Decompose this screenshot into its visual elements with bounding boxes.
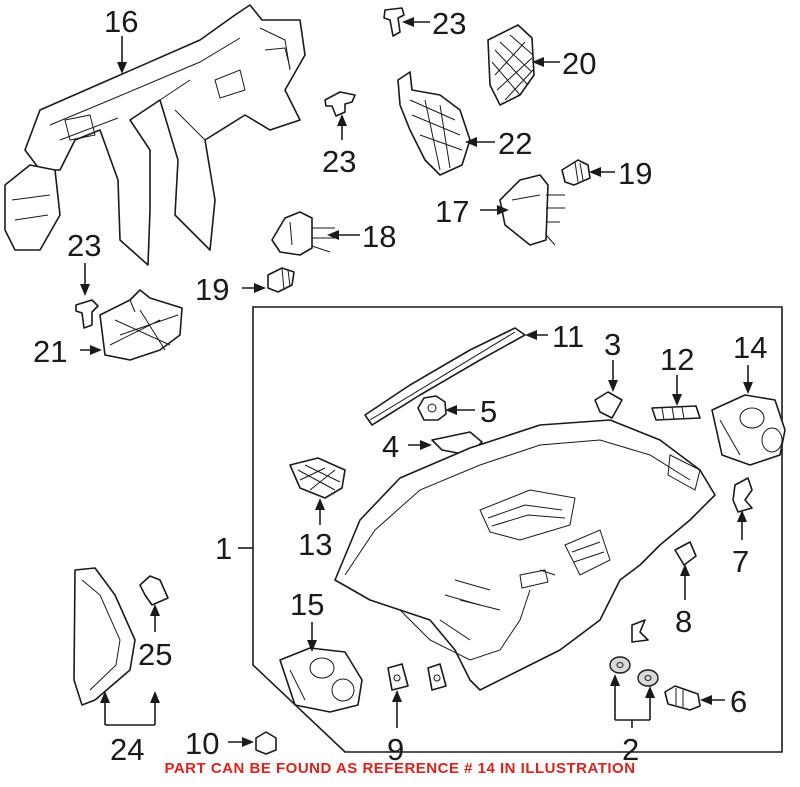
part-23-clip-middle	[324, 91, 356, 117]
part-5-nut	[417, 395, 447, 421]
part-6-bolt	[664, 685, 701, 711]
callout-14: 14	[733, 330, 767, 365]
callout-15: 15	[290, 587, 324, 622]
callout-25: 25	[138, 637, 172, 672]
part-8-clip	[674, 541, 697, 566]
callout-7: 7	[732, 544, 749, 579]
callout-23-left: 23	[67, 228, 101, 263]
part-19-bolt-right	[561, 159, 591, 186]
part-18-bracket	[271, 211, 335, 256]
callout-17: 17	[435, 194, 469, 229]
callout-6: 6	[730, 684, 747, 719]
callout-19-left: 19	[195, 272, 229, 307]
callout-21: 21	[33, 334, 67, 369]
callout-24: 24	[110, 732, 144, 767]
callout-1: 1	[215, 531, 232, 566]
part-3-clip	[594, 391, 623, 419]
leader-lines	[80, 17, 753, 747]
part-16-support-frame	[4, 4, 306, 266]
callout-18: 18	[362, 219, 396, 254]
part-22-duct-bracket	[397, 71, 471, 176]
part-12-trim-strip	[651, 405, 701, 421]
part-10-screw	[255, 731, 277, 755]
callout-9: 9	[387, 732, 404, 767]
part-14-side-vent	[711, 394, 786, 466]
assembly-frame	[252, 306, 783, 753]
part-23-clip-top	[383, 7, 405, 37]
part-19-bolt-left	[267, 267, 295, 293]
callout-23-top: 23	[432, 6, 466, 41]
part-23-clip-left	[75, 299, 99, 329]
part-13-vent-grille	[289, 457, 346, 499]
callout-5: 5	[480, 394, 497, 429]
callout-3: 3	[604, 327, 621, 362]
callout-22: 22	[498, 126, 532, 161]
callout-20: 20	[562, 46, 596, 81]
part-2-washers	[609, 619, 659, 687]
callout-labels: 16 23 20 23 22 19 17 18 19 23 21 11 3 12…	[33, 4, 767, 767]
part-25-clip	[139, 575, 169, 606]
callout-16: 16	[104, 4, 138, 39]
part-9-clips	[387, 663, 447, 691]
callout-11: 11	[552, 319, 584, 354]
callout-10: 10	[185, 726, 219, 761]
callout-12: 12	[660, 342, 694, 377]
callout-19-right: 19	[618, 156, 652, 191]
callout-13: 13	[298, 527, 332, 562]
callout-23-middle: 23	[322, 144, 356, 179]
callout-8: 8	[675, 604, 692, 639]
part-15-side-vent	[279, 647, 363, 713]
part-24-end-cap	[73, 567, 136, 706]
part-21-bracket	[99, 289, 183, 361]
part-7-bracket	[732, 477, 753, 513]
part-1-instrument-panel	[334, 419, 716, 691]
reference-note: PART CAN BE FOUND AS REFERENCE # 14 IN I…	[164, 760, 636, 777]
part-17-bracket	[499, 174, 565, 246]
part-20-grille	[487, 24, 535, 106]
callout-2: 2	[622, 732, 639, 767]
callout-4: 4	[382, 429, 399, 464]
